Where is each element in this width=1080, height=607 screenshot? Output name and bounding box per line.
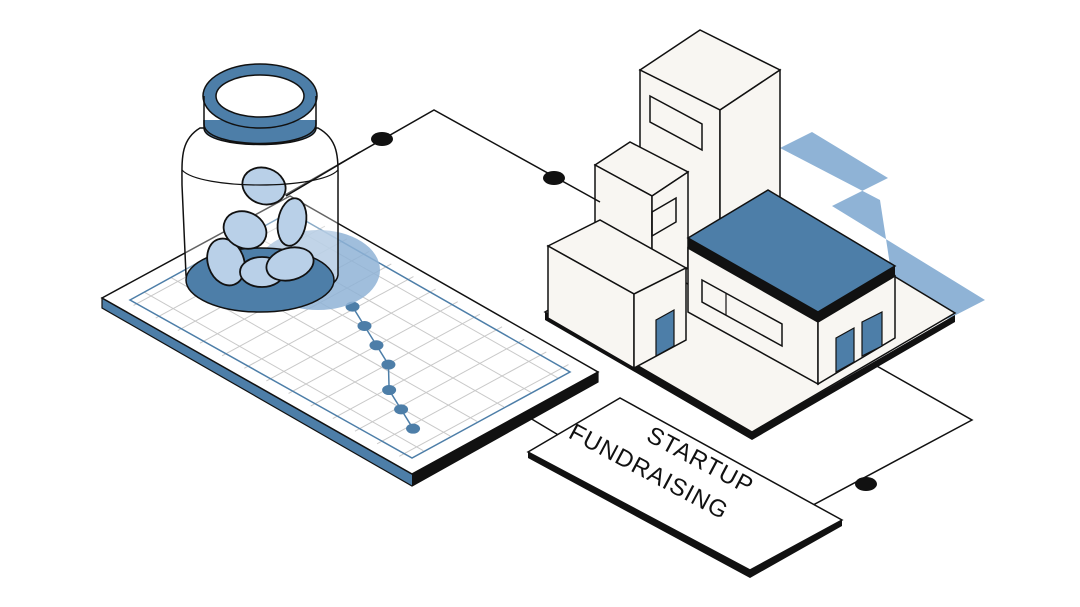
grid-line <box>244 276 414 369</box>
fundraising-line-chart <box>345 301 421 434</box>
grid-line <box>144 291 424 452</box>
grid-line <box>399 364 569 457</box>
warehouse-window <box>701 278 783 348</box>
signboard-icon: STARTUP FUNDRAISING <box>526 397 844 578</box>
grid-line <box>332 326 503 420</box>
building-shadow <box>780 132 985 330</box>
chart-point <box>394 404 409 415</box>
chart-point <box>381 359 396 370</box>
grid-line <box>354 338 525 432</box>
coins <box>206 166 315 288</box>
connector-dot <box>855 477 877 491</box>
coin <box>222 210 268 250</box>
mid-building <box>593 141 690 292</box>
chart-point <box>369 340 384 351</box>
coin-jar-icon <box>181 63 380 313</box>
grid-line <box>376 351 547 445</box>
connector-board-to-sign <box>529 417 561 437</box>
sign-board <box>526 397 844 571</box>
coin <box>276 197 308 247</box>
chart-point <box>382 385 397 396</box>
chart-point <box>357 320 372 331</box>
door <box>861 311 883 357</box>
coin <box>206 237 246 287</box>
coin <box>241 166 287 206</box>
coin <box>265 246 315 282</box>
connector-nodes <box>371 132 877 491</box>
office-buildings-icon <box>543 29 985 440</box>
warehouse-building <box>686 189 897 386</box>
door <box>655 308 675 358</box>
connector-dot <box>371 132 393 146</box>
low-building <box>546 219 688 370</box>
chart-point <box>406 423 421 434</box>
grid-line <box>266 288 436 382</box>
connector-dot <box>543 171 565 185</box>
grid-line <box>310 313 481 407</box>
door <box>835 326 855 374</box>
